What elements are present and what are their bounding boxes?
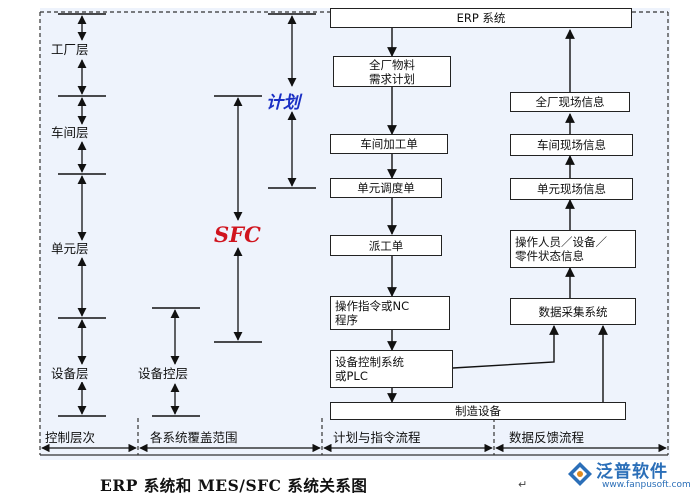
plc-control-box: 设备控制系统 或PLC [330,350,453,388]
layer-label-cell: 单元层 [49,241,91,257]
feedback-flow-arrows [452,29,608,413]
cell-schedule-box: 单元调度单 [330,178,442,198]
sfc-range-ticks [214,95,262,343]
logo-icon [568,462,592,486]
plan-range-ticks [268,13,316,189]
erp-system-box: ERP 系统 [330,8,632,28]
data-collection-box: 数据采集系统 [510,298,636,325]
layer-label-workshop: 车间层 [49,125,91,141]
operator-status-box: 操作人员／设备／ 零件状态信息 [510,230,636,268]
dispatch-order-box: 派工单 [330,235,442,256]
logo-name: 泛普软件 [596,462,668,482]
nc-program-box: 操作指令或NC 程序 [330,296,450,330]
factory-site-info-box: 全厂现场信息 [510,92,630,112]
workshop-order-box: 车间加工单 [330,134,448,154]
panel-frame [39,11,669,456]
footer-feedback-flow: 数据反馈流程 [509,430,585,445]
workshop-site-info-box: 车间现场信息 [510,134,633,156]
plan-range-label: 计划 [266,93,300,113]
layer-label-device: 设备层 [49,366,91,382]
footer-dividers [137,418,495,455]
cell-site-info-box: 单元现场信息 [510,178,633,200]
layer-label-factory: 工厂层 [49,42,91,58]
sfc-range-label: SFC [214,222,261,247]
factory-material-plan-box: 全厂物料 需求计划 [333,56,451,87]
footer-coverage: 各系统覆盖范围 [150,430,238,445]
logo-url: www.fanpusoft.com [602,480,691,490]
footer-plan-flow: 计划与指令流程 [333,430,421,445]
brand-logo: 泛普软件 www.fanpusoft.com [566,458,691,496]
return-mark: ↵ [518,478,528,491]
diagram-caption: ERP 系统和 MES/SFC 系统关系图 [100,476,368,495]
layer-ticks [58,13,106,417]
manufacturing-equipment-box: 制造设备 [330,402,626,420]
footer-control-level: 控制层次 [45,430,96,445]
device-range-ticks [152,307,200,417]
device-range-label: 设备控层 [136,366,191,382]
